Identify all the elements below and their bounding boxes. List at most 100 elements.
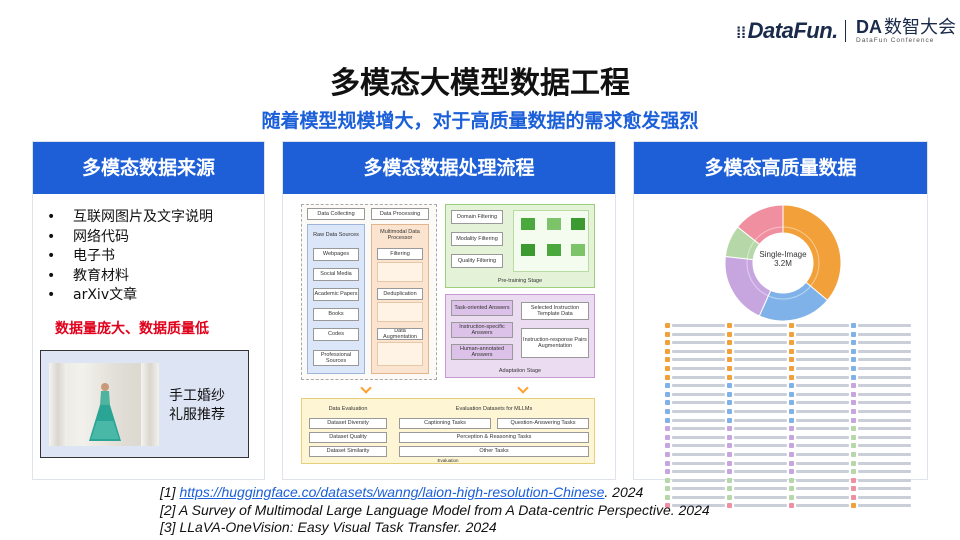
table-row [665, 477, 911, 484]
text-placeholder [734, 358, 787, 362]
color-swatch [851, 451, 856, 457]
table-cell [665, 451, 725, 458]
color-swatch [789, 400, 794, 406]
text-placeholder [858, 366, 911, 370]
color-swatch [665, 417, 670, 423]
donut-ring-0 [782, 226, 820, 287]
color-swatch [665, 503, 670, 509]
text-placeholder [796, 349, 849, 353]
table-cell [789, 399, 849, 406]
text-placeholder [672, 470, 725, 474]
table-cell [665, 485, 725, 492]
text-placeholder [672, 358, 725, 362]
dataset-table [665, 322, 911, 509]
table-cell [727, 399, 787, 406]
color-swatch [665, 408, 670, 414]
color-swatch [851, 357, 856, 363]
raw-sources-label: Raw Data Sources [313, 231, 359, 238]
color-swatch [789, 374, 794, 380]
text-placeholder [734, 487, 787, 491]
color-swatch [665, 365, 670, 371]
text-placeholder [672, 418, 725, 422]
text-placeholder [858, 427, 911, 431]
table-cell [727, 391, 787, 398]
eval-metric-box: Dataset Diversity [309, 418, 387, 429]
color-swatch [789, 451, 794, 457]
color-swatch [665, 469, 670, 475]
color-swatch [727, 494, 732, 500]
table-cell [789, 485, 849, 492]
table-cell [789, 374, 849, 381]
color-swatch [789, 365, 794, 371]
color-swatch [727, 365, 732, 371]
text-placeholder [796, 341, 849, 345]
table-row [665, 460, 911, 467]
text-placeholder [672, 452, 725, 456]
text-placeholder [734, 495, 787, 499]
text-placeholder [672, 384, 725, 388]
table-cell [727, 477, 787, 484]
text-placeholder [796, 487, 849, 491]
table-cell [851, 502, 911, 509]
table-cell [665, 322, 725, 329]
color-swatch [851, 391, 856, 397]
answer-box: Human-annotated Answers [451, 344, 513, 360]
table-cell [851, 485, 911, 492]
text-placeholder [672, 444, 725, 448]
panel-heading: 多模态高质量数据 [634, 142, 927, 194]
table-cell [665, 382, 725, 389]
table-cell [851, 417, 911, 424]
text-placeholder [858, 358, 911, 362]
color-swatch [727, 340, 732, 346]
table-cell [851, 348, 911, 355]
color-swatch [727, 391, 732, 397]
source-box: Webpages [313, 248, 359, 261]
table-row [665, 356, 911, 363]
text-placeholder [734, 409, 787, 413]
table-cell [851, 399, 911, 406]
table-cell [727, 417, 787, 424]
text-placeholder [796, 495, 849, 499]
donut-ring-3 [746, 240, 756, 260]
source-box: Academic Papers [313, 288, 359, 301]
text-placeholder [672, 332, 725, 336]
donut-center-label: Single-Image [759, 250, 807, 259]
source-box: Codes [313, 328, 359, 341]
datafun-logo: ⁞⁞DataFun. [736, 18, 838, 43]
color-swatch [727, 417, 732, 423]
text-placeholder [734, 392, 787, 396]
table-cell [727, 356, 787, 363]
table-cell [851, 468, 911, 475]
donut-segment-4 [736, 204, 784, 246]
color-swatch [665, 486, 670, 492]
text-placeholder [796, 384, 849, 388]
table-cell [665, 399, 725, 406]
color-swatch [789, 391, 794, 397]
text-placeholder [796, 358, 849, 362]
table-cell [665, 425, 725, 432]
text-placeholder [672, 324, 725, 327]
text-placeholder [734, 504, 787, 508]
color-swatch [789, 503, 794, 509]
reference-2: [2] A Survey of Multimodal Large Languag… [160, 501, 710, 518]
table-cell [789, 339, 849, 346]
table-row [665, 434, 911, 441]
data-collecting-label: Data Collecting [307, 208, 365, 220]
text-placeholder [672, 401, 725, 405]
eval-task-box: Question-Answering Tasks [497, 418, 589, 429]
table-cell [727, 425, 787, 432]
table-cell [727, 408, 787, 415]
color-swatch [851, 400, 856, 406]
table-row [665, 417, 911, 424]
color-swatch [727, 383, 732, 389]
color-swatch [727, 408, 732, 414]
table-cell [665, 391, 725, 398]
reference-link[interactable]: https://huggingface.co/datasets/wanng/la… [179, 484, 605, 500]
color-swatch [665, 340, 670, 346]
color-swatch [727, 348, 732, 354]
color-swatch [851, 434, 856, 440]
example-image-card: 手工婚纱 礼服推荐 [40, 350, 249, 458]
reference-3: [3] LLaVA-OneVision: Easy Visual Task Tr… [160, 519, 497, 535]
color-swatch [789, 443, 794, 449]
text-placeholder [672, 504, 725, 508]
